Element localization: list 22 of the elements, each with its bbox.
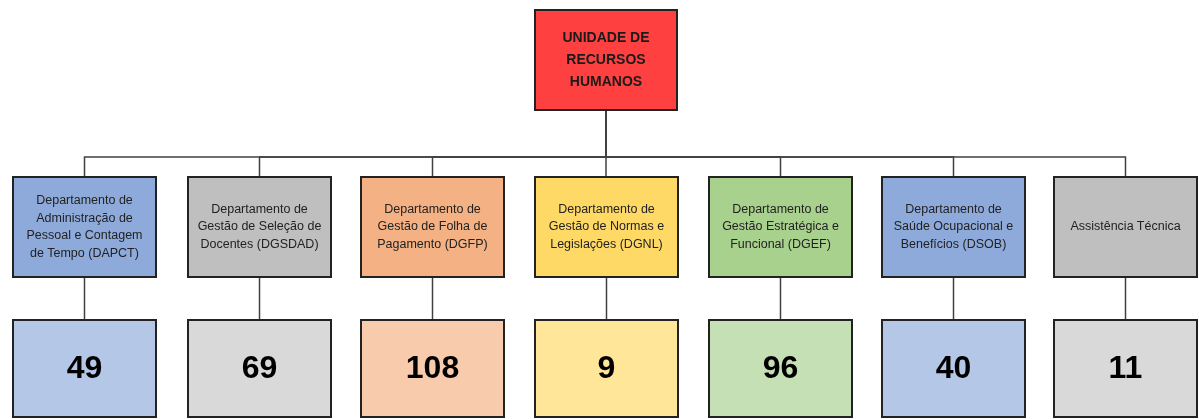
department-box: Departamento de Gestão Estratégica e Funcional (DGEF) [708, 176, 853, 278]
count-box: 40 [881, 319, 1026, 418]
connector-line [83, 277, 86, 320]
count-box: 108 [360, 319, 505, 418]
department-box: Departamento de Saúde Ocupacional e Benefícios (DSOB) [881, 176, 1026, 278]
connector-line [952, 277, 955, 320]
count-box: 49 [12, 319, 157, 418]
connector-line [605, 277, 608, 320]
connector-line [779, 277, 782, 320]
connector-line [1124, 277, 1127, 320]
count-box: 96 [708, 319, 853, 418]
count-box: 11 [1053, 319, 1198, 418]
department-box: Departamento de Gestão de Normas e Legislações (DGNL) [534, 176, 679, 278]
department-box: Departamento de Gestão de Seleção de Docentes (DGSDAD) [187, 176, 332, 278]
count-box: 69 [187, 319, 332, 418]
count-box: 9 [534, 319, 679, 418]
unit-box: UNIDADE DE RECURSOS HUMANOS [534, 9, 678, 111]
connector-line [258, 277, 261, 320]
department-box: Departamento de Administração de Pessoal e Contagem de Tempo (DAPCT) [12, 176, 157, 278]
department-box: Assistência Técnica [1053, 176, 1198, 278]
department-box: Departamento de Gestão de Folha de Pagamento (DGFP) [360, 176, 505, 278]
connector-line [431, 277, 434, 320]
